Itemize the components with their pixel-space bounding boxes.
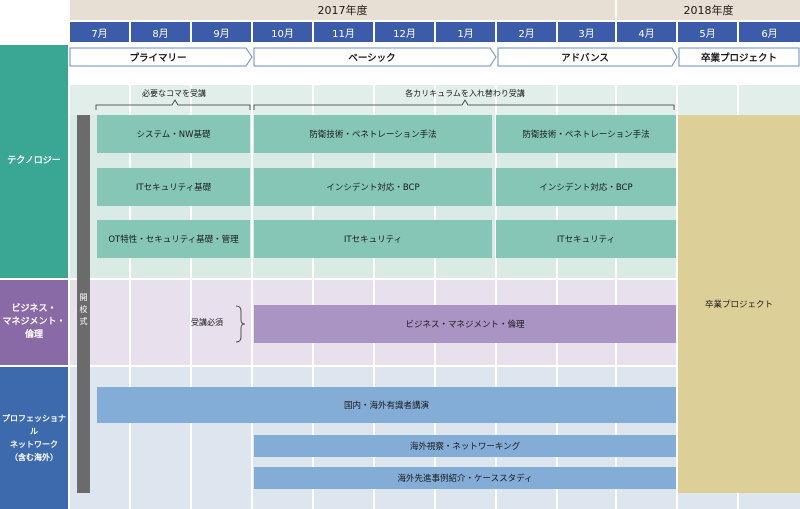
- column-divider: [615, 85, 617, 509]
- phase-arrow-primary: [69, 47, 253, 67]
- month-header: 1月: [436, 22, 495, 42]
- month-header: 5月: [678, 22, 737, 42]
- month-header: 12月: [375, 22, 434, 42]
- phase-primary-label: プライマリー: [129, 53, 187, 64]
- course-ot-security: OT特性・セキュリティ基礎・管理: [97, 220, 250, 258]
- opening-ceremony-label: 開 校 式: [79, 293, 88, 326]
- course-defense-technology-advanced: 防衛技術・ペネトレーション手法: [496, 115, 676, 153]
- column-divider: [434, 85, 436, 509]
- month-header: 4月: [617, 22, 676, 42]
- column-divider: [129, 85, 131, 509]
- month-header: 9月: [192, 22, 251, 42]
- month-header: 2月: [497, 22, 556, 42]
- phase-advanced-label: アドバンス: [561, 53, 609, 64]
- note-required-frames: 必要なコマを受講: [142, 88, 206, 98]
- graduation-project-block: 卒業プロジェクト: [678, 115, 800, 493]
- course-system-nw-basics: システム・NW基礎: [97, 115, 250, 153]
- note-mandatory: 受講必須: [191, 317, 223, 327]
- course-business-management-ethics: ビジネス・マネジメント・倫理: [254, 305, 676, 343]
- month-header: 8月: [131, 22, 190, 42]
- course-overseas-networking: 海外視察・ネットワーキング: [254, 435, 676, 457]
- category-business: ビジネス・ マネジメント・ 倫理: [0, 280, 68, 365]
- course-expert-lectures: 国内・海外有識者講演: [97, 387, 676, 423]
- column-divider: [190, 85, 192, 509]
- month-header: 3月: [558, 22, 615, 42]
- note-rotating-curriculum: 各カリキュラムを入れ替わり受講: [405, 88, 525, 98]
- opening-ceremony-bar: [77, 115, 90, 493]
- phase-basic-label: ベーシック: [348, 53, 396, 64]
- phase-box-graduation: [678, 47, 800, 67]
- phase-arrow-advanced: [497, 47, 678, 67]
- phase-arrows: [69, 47, 800, 67]
- month-header: 6月: [739, 22, 800, 42]
- course-it-security: ITセキュリティ: [254, 220, 492, 258]
- month-header: 11月: [314, 22, 373, 42]
- column-divider: [251, 85, 253, 509]
- month-header: 10月: [253, 22, 312, 42]
- course-incident-response: インシデント対応・BCP: [254, 168, 492, 206]
- column-divider: [676, 85, 678, 509]
- month-header: 7月: [70, 22, 129, 42]
- mandatory-bracket: [235, 305, 246, 343]
- year-2017-header: 2017年度: [70, 0, 615, 20]
- column-divider: [312, 85, 314, 509]
- course-it-security-basics: ITセキュリティ基礎: [97, 168, 250, 206]
- category-technology: テクノロジー: [0, 45, 68, 278]
- course-case-study: 海外先進事例紹介・ケーススタディ: [254, 467, 676, 489]
- phase-graduation-label: 卒業プロジェクト: [700, 53, 777, 64]
- year-2018-header: 2018年度: [617, 0, 800, 20]
- phase-arrow-basic: [253, 47, 497, 67]
- course-defense-technology: 防衛技術・ペネトレーション手法: [254, 115, 492, 153]
- category-professional-network: プロフェッショナル ネットワーク （含む海外）: [0, 367, 68, 509]
- course-incident-response-advanced: インシデント対応・BCP: [496, 168, 676, 206]
- column-divider: [495, 85, 497, 509]
- note-brackets: [95, 99, 675, 110]
- column-divider: [556, 85, 558, 509]
- course-it-security-advanced: ITセキュリティ: [496, 220, 676, 258]
- column-divider: [373, 85, 375, 509]
